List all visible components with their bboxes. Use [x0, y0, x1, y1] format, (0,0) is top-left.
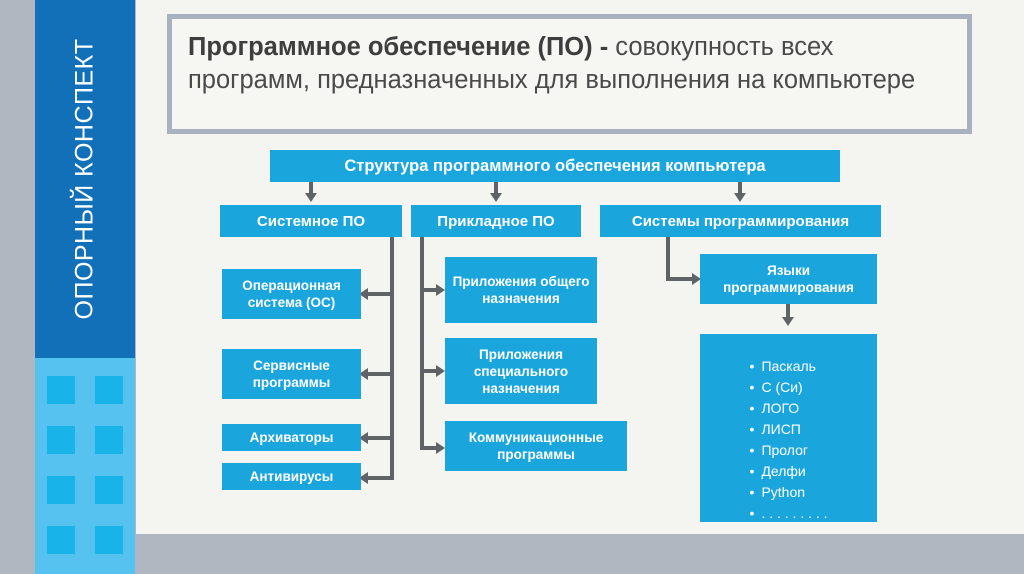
arrow-down-icon	[305, 193, 317, 202]
diagram-node-language-list: Паскаль С (Си) ЛОГО ЛИСП Пролог Делфи Py…	[700, 334, 877, 522]
sidebar-title: ОПОРНЫЙ КОНСПЕКТ	[70, 38, 99, 320]
connector-line	[786, 304, 790, 318]
decorative-square	[95, 426, 123, 454]
connector-line	[368, 372, 392, 376]
list-item: ЛОГО	[749, 398, 827, 419]
connector-line	[309, 182, 313, 194]
connector-line	[368, 292, 392, 296]
arrow-down-icon	[734, 193, 746, 202]
list-item: . . . . . . . . .	[749, 503, 827, 524]
sidebar-decoration-panel	[35, 358, 135, 574]
connector-line	[420, 446, 436, 450]
list-item: Делфи	[749, 461, 827, 482]
arrow-left-icon	[359, 472, 368, 484]
list-item: Паскаль	[749, 356, 827, 377]
decorative-square	[47, 476, 75, 504]
diagram-node-special-purpose-apps: Приложения специального назначения	[445, 338, 597, 404]
list-item: Python	[749, 482, 827, 503]
diagram-node-general-purpose-apps: Приложения общего назначения	[445, 257, 597, 323]
arrow-right-icon	[692, 273, 701, 285]
connector-line	[666, 277, 692, 281]
sidebar-banner: ОПОРНЫЙ КОНСПЕКТ	[35, 0, 135, 358]
sidebar-square-grid	[47, 376, 123, 554]
arrow-down-icon	[782, 317, 794, 326]
diagram-branch-programming: Системы программирования	[600, 205, 881, 237]
connector-line	[420, 288, 436, 292]
connector-line	[666, 237, 670, 281]
arrow-left-icon	[359, 432, 368, 444]
connector-line	[420, 369, 436, 373]
arrow-right-icon	[436, 442, 445, 454]
language-list: Паскаль С (Си) ЛОГО ЛИСП Пролог Делфи Py…	[749, 356, 827, 522]
arrow-right-icon	[436, 365, 445, 377]
arrow-left-icon	[359, 288, 368, 300]
definition-body: совокупность всех программ, предназначен…	[188, 33, 916, 94]
diagram-node-programming-languages: Языки программирования	[700, 254, 877, 304]
connector-line	[738, 182, 742, 194]
list-item: С (Си)	[749, 377, 827, 398]
decorative-square	[47, 526, 75, 554]
definition-callout: Программное обеспечение (ПО) - совокупно…	[167, 14, 972, 134]
diagram-node-archivers: Архиваторы	[222, 424, 361, 451]
list-item: Пролог	[749, 440, 827, 461]
list-item: ЛИСП	[749, 419, 827, 440]
diagram-node-antivirus: Антивирусы	[222, 463, 361, 490]
diagram-branch-system: Системное ПО	[220, 205, 402, 237]
connector-trunk-middle	[420, 237, 424, 450]
definition-term: Программное обеспечение (ПО) -	[188, 33, 609, 61]
diagram-node-service-programs: Сервисные программы	[222, 349, 361, 399]
definition-callout-inner: Программное обеспечение (ПО) - совокупно…	[172, 19, 967, 129]
decorative-square	[95, 476, 123, 504]
arrow-left-icon	[359, 368, 368, 380]
decorative-square	[47, 376, 75, 404]
connector-line	[368, 436, 392, 440]
connector-line	[368, 476, 392, 480]
arrow-down-icon	[490, 193, 502, 202]
decorative-square	[95, 526, 123, 554]
definition-text: Программное обеспечение (ПО) - совокупно…	[188, 31, 951, 97]
diagram-node-operating-system: Операционная система (ОС)	[222, 269, 361, 319]
decorative-square	[47, 426, 75, 454]
connector-trunk-left	[390, 237, 394, 480]
connector-line	[494, 182, 498, 194]
decorative-square	[95, 376, 123, 404]
arrow-right-icon	[436, 284, 445, 296]
diagram-root-node: Структура программного обеспечения компь…	[270, 150, 840, 182]
diagram-branch-application: Прикладное ПО	[411, 205, 581, 237]
diagram-node-communication-programs: Коммуникационные программы	[445, 421, 627, 471]
